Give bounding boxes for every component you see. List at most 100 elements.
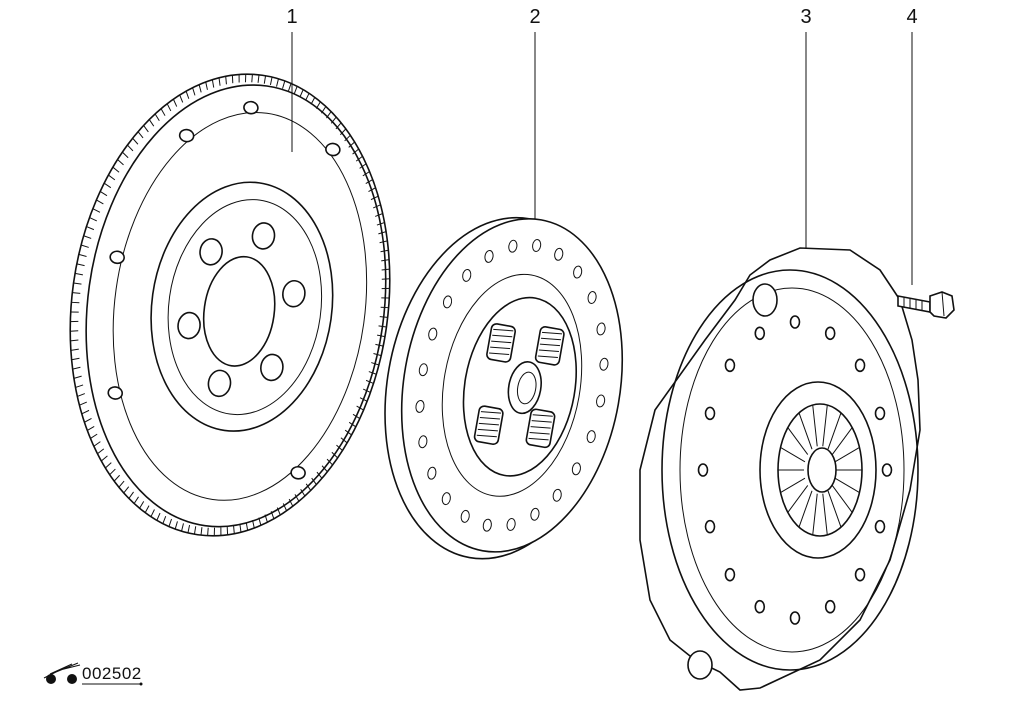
cover-hole xyxy=(697,463,709,477)
ring-gear-tooth xyxy=(144,505,150,513)
disc-rivet-hole xyxy=(418,363,428,377)
callout-4: 4 xyxy=(906,6,918,28)
diaphragm-finger xyxy=(827,412,842,450)
flywheel-bolt xyxy=(282,279,306,308)
figure-code: 002502 xyxy=(82,664,142,683)
disc-rivet-hole xyxy=(506,518,516,531)
dowel-pin xyxy=(178,128,195,143)
ring-gear-tooth xyxy=(251,74,253,83)
ring-gear-tooth xyxy=(238,74,240,83)
ring-gear-tooth xyxy=(92,208,101,213)
ring-gear-tooth xyxy=(77,393,85,397)
diaphragm-finger xyxy=(787,485,809,513)
ring-gear-tooth xyxy=(117,159,124,166)
ring-gear-tooth xyxy=(185,91,190,99)
cover-hole xyxy=(881,463,893,477)
spring-coil xyxy=(531,420,552,423)
ring-gear-tooth xyxy=(100,455,108,462)
cover-hole xyxy=(874,406,886,421)
ring-gear-tooth xyxy=(172,99,178,107)
damper-spring xyxy=(473,405,504,445)
ring-gear-tooth xyxy=(72,366,81,370)
ring-gear-tooth xyxy=(226,526,229,535)
ring-gear-tooth xyxy=(128,491,134,499)
diaphragm-finger xyxy=(834,446,860,463)
cover-hole xyxy=(704,519,716,534)
ring-gear-tooth xyxy=(311,477,317,485)
spring-coil xyxy=(492,334,513,338)
ring-gear-tooth xyxy=(113,474,120,482)
ring-gear-tooth xyxy=(93,441,101,447)
spring-coil xyxy=(539,343,561,347)
ring-gear-tooth xyxy=(133,496,139,504)
diaphragm-finger xyxy=(812,404,818,447)
disc-rivet-hole xyxy=(428,327,438,341)
dowel-pin xyxy=(109,250,125,265)
dowel-pin xyxy=(243,100,259,115)
disc-rivet-hole xyxy=(460,509,470,523)
ring-gear-tooth xyxy=(225,76,227,85)
ring-gear-tooth xyxy=(122,151,129,159)
diaphragm-finger xyxy=(822,404,828,447)
ring-gear-tooth xyxy=(70,348,79,351)
ring-gear-tooth xyxy=(352,148,360,155)
ring-gear-tooth xyxy=(257,74,260,83)
ring-gear-tooth xyxy=(127,144,134,152)
spring-coil xyxy=(532,414,553,417)
ring-gear-tooth xyxy=(154,113,160,122)
disc-rivet-hole xyxy=(418,435,428,449)
ring-gear-tooth xyxy=(137,131,144,139)
disc-rivet-hole xyxy=(599,357,609,371)
spring-coil xyxy=(490,346,511,350)
ring-gear-tooth xyxy=(179,94,184,103)
diaphragm-finger xyxy=(798,412,813,450)
ring-gear-tooth xyxy=(72,292,81,294)
bolt xyxy=(897,291,955,319)
diaphragm-finger xyxy=(831,427,853,455)
ring-gear-tooth xyxy=(70,339,79,342)
flywheel-bolt xyxy=(251,222,276,250)
spring-coil xyxy=(538,349,559,353)
disc-rivet-hole xyxy=(462,268,472,282)
ring-gear-tooth xyxy=(70,320,79,323)
ring-gear-tooth xyxy=(108,174,116,181)
cover-hole xyxy=(754,599,766,614)
ring-gear-tooth xyxy=(340,128,347,136)
ring-gear-tooth xyxy=(96,199,104,205)
disc-rivet-hole xyxy=(442,295,453,309)
ring-gear-tooth xyxy=(288,498,294,507)
ring-gear-tooth xyxy=(168,518,173,527)
disc-rivet-hole xyxy=(482,518,492,532)
ring-gear-tooth xyxy=(276,78,279,87)
spring-coil xyxy=(476,434,497,438)
disc-rivet-hole xyxy=(484,249,494,263)
ring-gear-tooth xyxy=(81,409,90,415)
flywheel-bolt xyxy=(177,311,201,340)
cover-hole xyxy=(724,358,736,373)
cover-hole xyxy=(854,567,866,582)
car-logo-icon xyxy=(43,662,143,686)
ring-gear-tooth xyxy=(287,83,292,92)
ring-gear-tooth xyxy=(132,137,139,145)
clutch-disc xyxy=(384,216,624,560)
ring-gear-tooth xyxy=(305,483,312,491)
cover-hole xyxy=(724,567,736,582)
disc-rivet-hole xyxy=(530,507,540,521)
ring-gear-tooth xyxy=(218,77,221,86)
ring-gear-tooth xyxy=(73,282,82,285)
disc-rivet-hole xyxy=(415,399,425,413)
ring-gear-tooth xyxy=(79,401,87,406)
callout-3: 3 xyxy=(800,6,812,28)
cover-hole xyxy=(854,358,866,373)
ring-gear-tooth xyxy=(71,357,80,361)
spring-coil xyxy=(529,431,550,435)
disc-rivet-hole xyxy=(586,430,596,444)
flywheel xyxy=(69,73,391,537)
ring-gear-tooth xyxy=(73,375,82,379)
ring-gear-tooth xyxy=(112,166,120,173)
pressure-plate xyxy=(639,247,921,691)
ring-gear-tooth xyxy=(192,87,196,96)
diaphragm-finger xyxy=(812,493,818,536)
diaphragm-finger xyxy=(798,490,813,528)
ring-gear-tooth xyxy=(86,226,95,231)
